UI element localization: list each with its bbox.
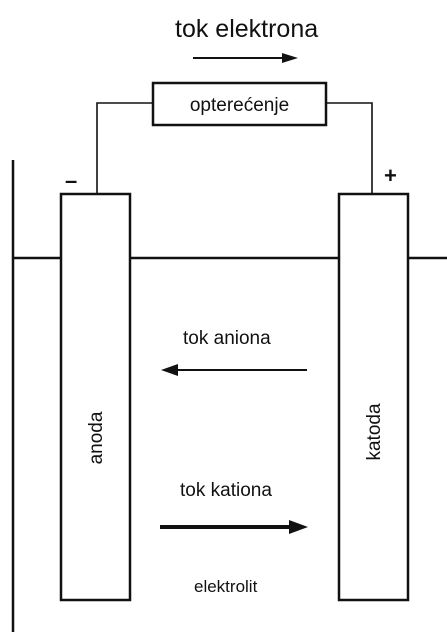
load-label: opterećenje	[190, 95, 289, 116]
cathode-electrode	[337, 192, 410, 602]
anion-flow-arrow	[161, 364, 307, 376]
external-circuit-wire	[96, 102, 153, 194]
cation-flow-arrow	[160, 520, 308, 534]
electron-flow-title: tok elektrona	[175, 15, 318, 43]
load-box	[151, 81, 328, 127]
electrolyte-label: elektrolit	[194, 577, 258, 596]
electron-flow-arrow	[193, 53, 298, 63]
cathode-label: katoda	[364, 403, 385, 460]
anode-label: anoda	[86, 411, 107, 464]
anion-flow-label: tok aniona	[183, 328, 271, 349]
cation-flow-label: tok kationa	[180, 480, 272, 501]
cathode-plus-sign: +	[384, 163, 397, 188]
anode-minus-sign: –	[65, 168, 77, 193]
external-circuit-wire-right	[326, 102, 373, 194]
anode-electrode	[59, 192, 132, 602]
